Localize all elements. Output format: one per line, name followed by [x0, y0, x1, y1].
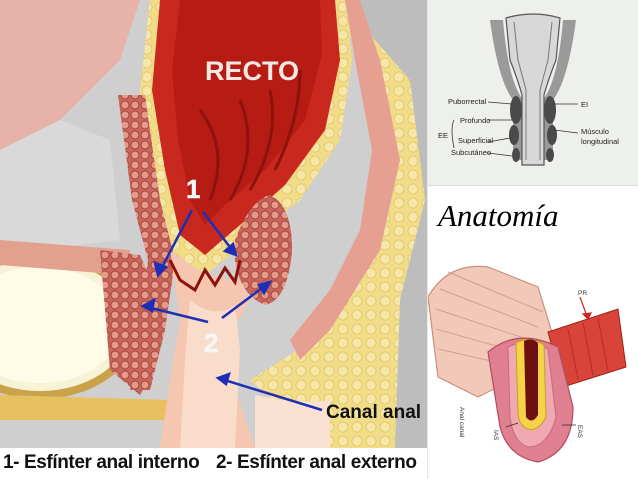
sagittal-illustration: RECTO 1 2 Canal anal [0, 0, 428, 448]
number-2-label: 2 [204, 328, 218, 358]
ei-label: EI [581, 100, 588, 109]
profundo-label: Profundo [460, 116, 490, 125]
anal-canal-label: Anal canal [458, 407, 465, 438]
subcutaneo-label: Subcutáneo [451, 148, 491, 157]
rectum-label: RECTO [205, 56, 299, 86]
sphincter-3d-diagram: PR Anal canal IAS EAS [428, 257, 638, 479]
sphincter-illustration: PR Anal canal IAS EAS [428, 257, 638, 479]
longitudinal-label: longitudinal [581, 137, 619, 146]
puborrectal-label: Puborrectal [448, 97, 487, 106]
caption-external-sphincter: 2- Esfínter anal externo [216, 452, 417, 474]
pr-label: PR [578, 290, 587, 297]
number-1-label: 1 [186, 174, 200, 204]
coronal-section-diagram: Puborrectal Profundo EE Superficial Subc… [428, 0, 638, 185]
title-section: Anatomía [428, 185, 638, 258]
eas-label: EAS [576, 425, 583, 439]
section-title: Anatomía [438, 198, 559, 234]
caption-internal-sphincter: 1- Esfínter anal interno [3, 452, 199, 474]
superficial-label: Superficial [458, 136, 493, 145]
anal-canal-sagittal-diagram: RECTO 1 2 Canal anal 1- Esfínter anal in… [0, 0, 428, 479]
ee-label: EE [438, 131, 448, 140]
coronal-illustration: Puborrectal Profundo EE Superficial Subc… [428, 0, 638, 185]
ias-label: IAS [492, 430, 499, 441]
canal-anal-label: Canal anal [326, 402, 421, 423]
musculo-label: Músculo [581, 127, 609, 136]
figure-caption: 1- Esfínter anal interno 2- Esfínter ana… [0, 448, 428, 479]
